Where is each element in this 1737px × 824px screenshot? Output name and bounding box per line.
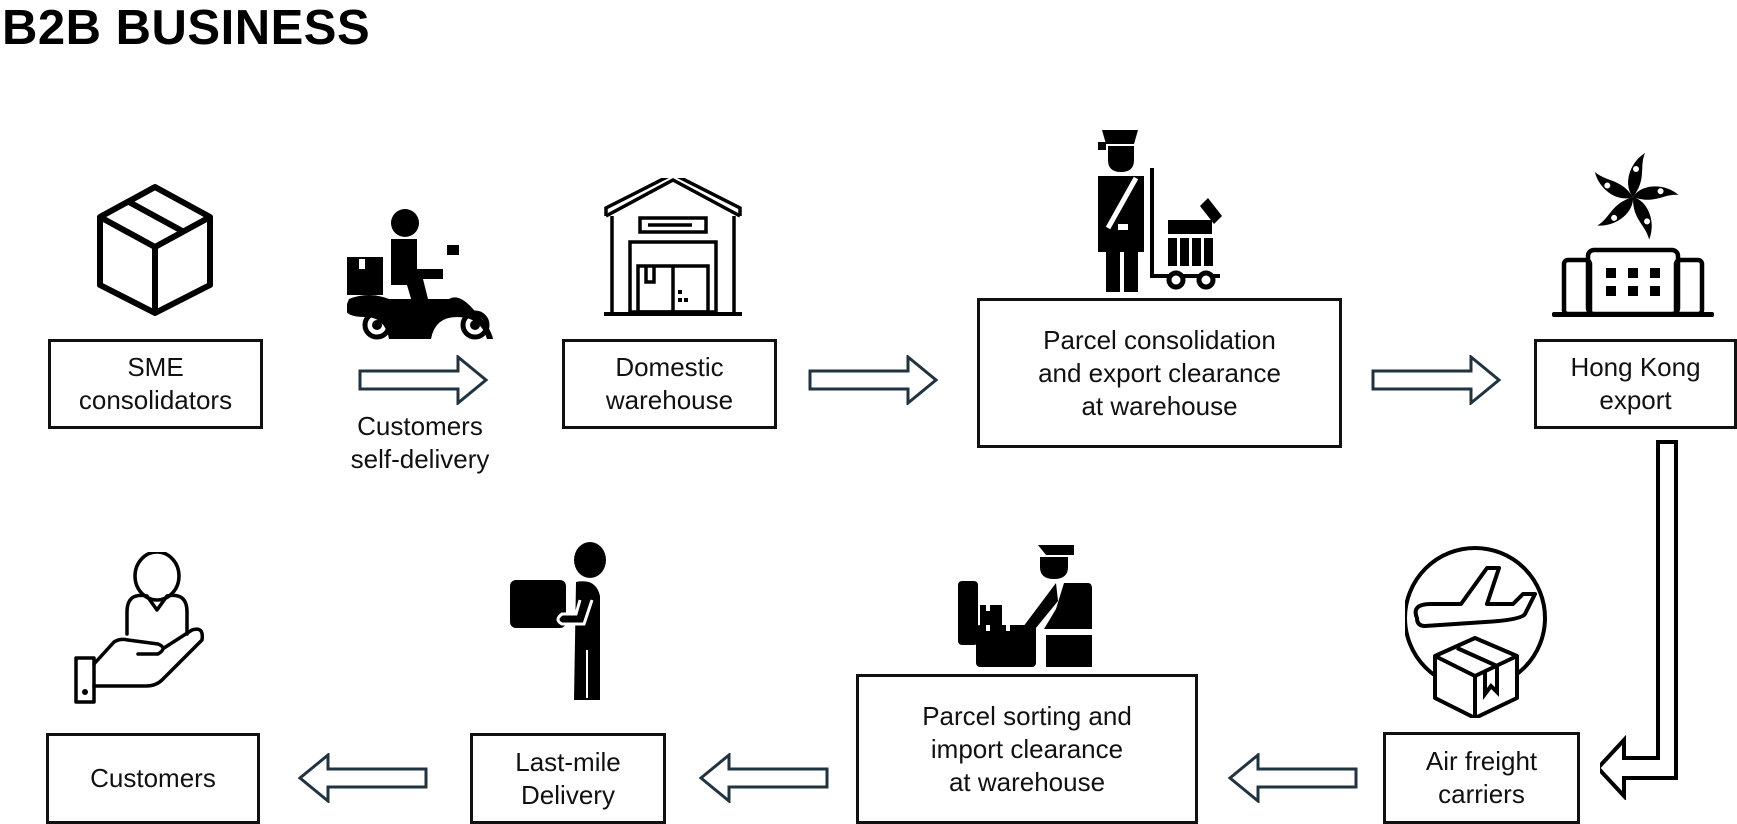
airplane-parcel-icon [1405,546,1555,718]
hong-kong-building-icon [1552,152,1714,320]
node-label: Parcel sorting and import clearance at w… [922,700,1132,797]
node-hong-kong-export: Hong Kong export [1534,339,1737,429]
arrow-domestic-to-export-clearance [808,355,940,405]
arrow-sme-to-domestic [358,355,490,405]
arrow-export-clearance-to-hk-export [1371,355,1503,405]
scooter-delivery-icon [347,209,495,341]
node-air-freight-carriers: Air freight carriers [1383,732,1580,824]
node-sme-consolidators: SME consolidators [48,339,263,429]
page-title: B2B BUSINESS [2,1,371,55]
node-label: Domestic warehouse [605,352,734,415]
delivery-person-icon [510,542,610,702]
customs-officer-luggage-icon [1096,128,1236,294]
arrow-last-mile-to-customers [296,753,428,803]
warehouse-icon [604,178,742,318]
node-label: Customers [90,763,216,793]
node-import-clearance: Parcel sorting and import clearance at w… [856,674,1198,824]
customer-hand-icon [70,552,230,704]
edge-label-self-delivery: Customers self-delivery [350,411,490,474]
node-last-mile-delivery: Last-mile Delivery [470,733,666,824]
node-domestic-warehouse: Domestic warehouse [562,339,777,429]
box-icon [96,183,214,317]
node-customers: Customers [46,733,260,824]
node-label: Hong Kong export [1570,352,1701,415]
node-label: Last-mile Delivery [515,746,621,810]
arrow-import-clearance-to-last-mile [697,753,829,803]
node-label: SME consolidators [78,352,233,415]
customs-officer-parcels-icon [956,543,1100,667]
arrow-air-freight-to-import-clearance [1226,753,1358,803]
arrow-hk-export-to-air-freight [1600,440,1680,800]
node-label: Air freight carriers [1425,746,1538,809]
node-export-clearance: Parcel consolidation and export clearanc… [977,298,1342,448]
node-label: Parcel consolidation and export clearanc… [1038,324,1281,421]
